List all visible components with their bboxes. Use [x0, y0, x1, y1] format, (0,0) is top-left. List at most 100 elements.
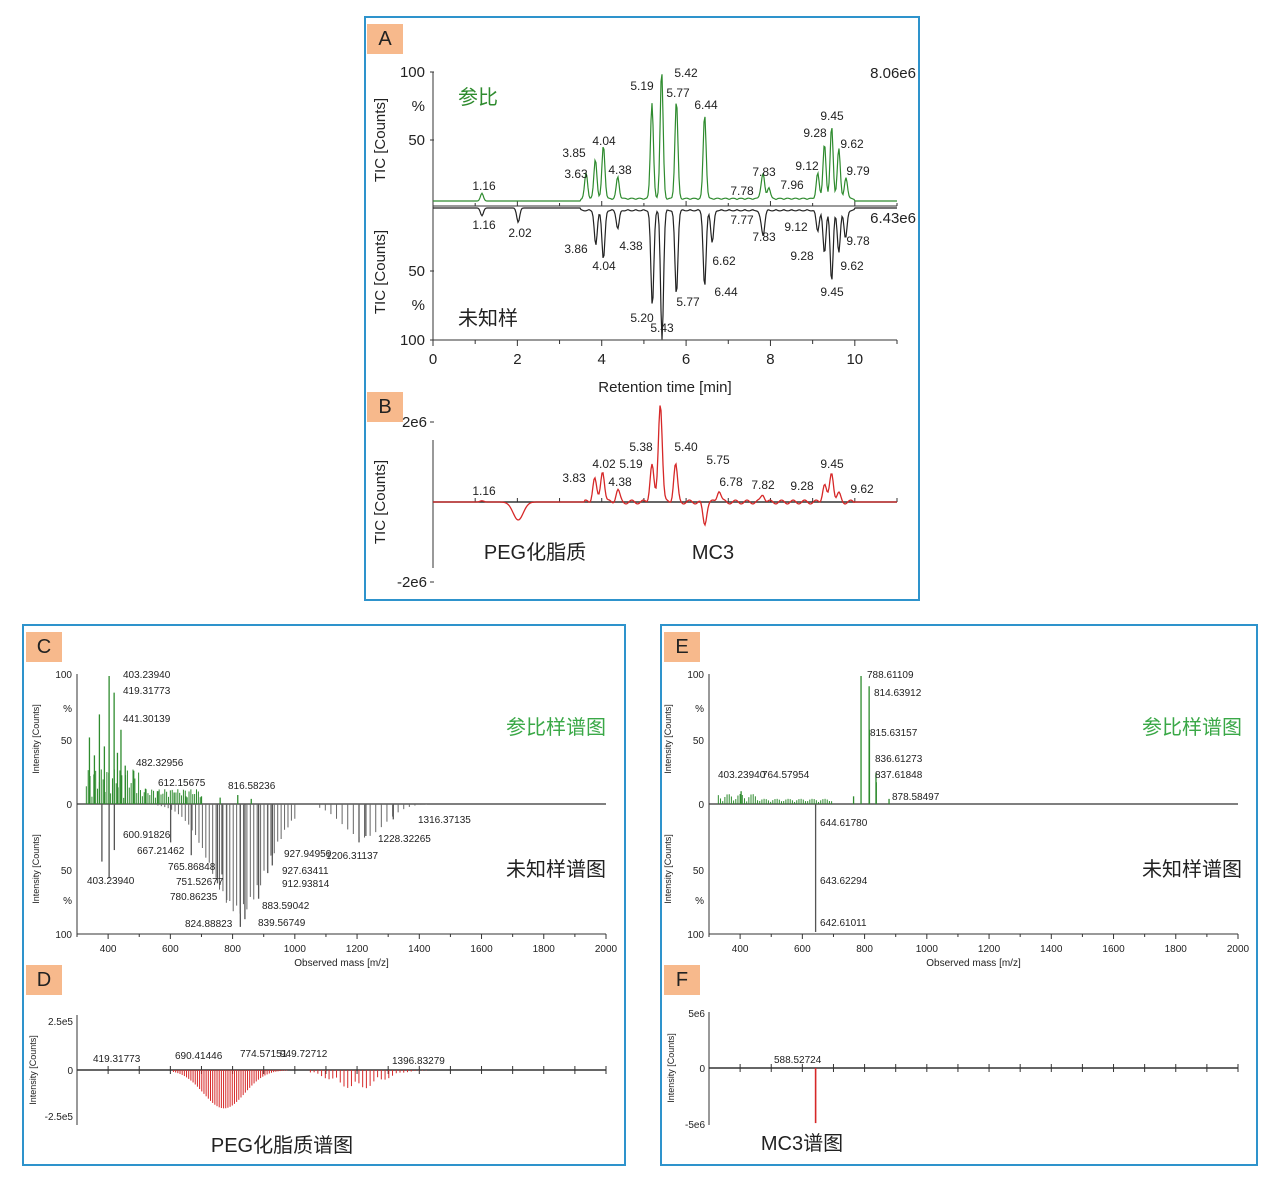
legend-E-sample: 未知样谱图	[1142, 858, 1242, 881]
axis-C-xtick-label: 1800	[533, 944, 556, 955]
peak-label-d: 690.41446	[175, 1051, 223, 1062]
axis-f-ytick-label: 5e6	[688, 1009, 705, 1020]
peak-label-a-bottom: 5.20	[630, 311, 654, 325]
axis-a-ytick-bottom: %	[412, 297, 425, 314]
axis-C-xtick-label: 400	[100, 944, 117, 955]
legend-C-reference: 参比样谱图	[506, 716, 606, 739]
peak-label-c-sample: 839.56749	[258, 918, 306, 929]
annotation-peg-lipid-spectrum: PEG化脂质谱图	[211, 1134, 353, 1157]
peak-label-a-top: 7.78	[730, 184, 754, 198]
peak-label-a-bottom: 9.28	[790, 249, 814, 263]
peak-label-c-reference: 482.32956	[136, 758, 184, 769]
peak-label-c-sample: 927.94950	[284, 849, 332, 860]
series-b-trace	[433, 405, 897, 527]
peak-label-a-top: 9.45	[820, 109, 844, 123]
panel-label-b: B	[367, 392, 403, 422]
peak-label-a-top: 1.16	[472, 179, 496, 193]
peak-label-e-reference: 814.63912	[874, 688, 922, 699]
peak-label-a-bottom: 2.02	[508, 226, 532, 240]
peak-label-a-top: 9.28	[803, 126, 827, 140]
axis-E-ytick-top: %	[695, 704, 704, 715]
panel-label-c: C	[26, 632, 62, 662]
panel-label-a: A	[367, 24, 403, 54]
axis-E-ylabel-bottom: Intensity [Counts]	[663, 834, 673, 904]
annotation-mc3: MC3	[692, 542, 734, 564]
axis-E-xlabel: Observed mass [m/z]	[926, 958, 1021, 969]
axis-a-ytick-top: %	[412, 98, 425, 115]
peak-label-c-sample: 1316.37135	[418, 815, 471, 826]
axis-C-ytick-bottom: 100	[55, 930, 72, 941]
axis-a-ylabel-top: TIC [Counts]	[372, 98, 389, 182]
peak-label-a-top: 3.63	[564, 167, 588, 181]
series-a-top-trace	[433, 74, 897, 202]
axis-E-ytick-top: 0	[698, 800, 704, 811]
peak-label-a-bottom: 7.77	[730, 213, 754, 227]
peak-label-e-sample: 643.62294	[820, 876, 868, 887]
peak-label-c-sample: 403.23940	[87, 876, 135, 887]
panel-label-e: E	[664, 632, 700, 662]
peak-label-a-bottom: 9.45	[820, 285, 844, 299]
peak-label-c-sample: 912.93814	[282, 879, 330, 890]
series-a-top-max: 8.06e6	[870, 65, 916, 82]
axis-E-xtick-label: 1600	[1102, 944, 1125, 955]
axis-C-xtick-label: 1200	[346, 944, 369, 955]
axis-C-xtick-label: 800	[224, 944, 241, 955]
peak-label-c-reference: 419.31773	[123, 686, 171, 697]
peak-label-c-sample: 1228.32265	[378, 834, 431, 845]
peak-label-e-sample: 642.61011	[820, 918, 867, 929]
panel-label-d: D	[26, 965, 62, 995]
series-a-bottom-name: 未知样	[458, 307, 518, 330]
peak-label-c-reference: 612.15675	[158, 778, 206, 789]
peak-label-a-top: 6.44	[694, 98, 718, 112]
axis-E-xtick-label: 800	[856, 944, 873, 955]
axis-C-ytick-top: 50	[61, 736, 73, 747]
axis-C-ylabel-top: Intensity [Counts]	[31, 704, 41, 774]
axis-C-xtick-label: 1400	[408, 944, 431, 955]
annotation-mc3-spectrum: MC3谱图	[761, 1132, 843, 1155]
axis-a-xtick-label: 8	[766, 351, 774, 368]
peak-label-b: 5.19	[619, 457, 643, 471]
axis-a-ytick-top: 50	[408, 132, 425, 149]
legend-C-sample: 未知样谱图	[506, 858, 606, 881]
peak-label-b: 4.02	[592, 457, 616, 471]
axis-E-ytick-bottom: %	[695, 896, 704, 907]
peak-label-d: 1396.83279	[392, 1056, 445, 1067]
peak-label-a-top: 9.62	[840, 137, 864, 151]
peak-label-c-reference: 403.23940	[123, 670, 171, 681]
axis-E-ytick-bottom: 50	[693, 866, 705, 877]
series-a-top-name: 参比	[458, 86, 498, 109]
peak-label-a-bottom: 6.44	[714, 285, 738, 299]
peak-label-c-sample: 1206.31137	[326, 851, 379, 862]
peak-label-a-bottom: 9.62	[840, 259, 864, 273]
axis-E-ytick-top: 50	[693, 736, 705, 747]
peak-label-c-reference: 816.58236	[228, 781, 276, 792]
peak-label-c-reference: 441.30139	[123, 714, 171, 725]
axis-C-ytick-bottom: 50	[61, 866, 73, 877]
axis-C-ylabel-bottom: Intensity [Counts]	[31, 834, 41, 904]
panel-cd-frame	[22, 624, 626, 1166]
peak-label-c-sample: 780.86235	[170, 892, 218, 903]
axis-b-yticks	[430, 421, 434, 583]
peak-label-a-bottom: 4.38	[619, 239, 643, 253]
peak-label-e-reference: 764.57954	[762, 770, 810, 781]
peak-label-b: 9.28	[790, 479, 814, 493]
peak-label-a-bottom: 9.78	[846, 234, 870, 248]
peak-label-a-bottom: 1.16	[472, 218, 496, 232]
axis-E-xtick-label: 1200	[978, 944, 1001, 955]
axis-E-xtick-label: 400	[732, 944, 749, 955]
peak-label-c-sample: 667.21462	[137, 846, 185, 857]
axis-E-ylabel-top: Intensity [Counts]	[663, 704, 673, 774]
peak-label-a-bottom: 9.12	[784, 220, 808, 234]
axis-d-ytick-label: 0	[67, 1066, 73, 1077]
peak-label-a-top: 5.77	[666, 86, 690, 100]
peak-label-b: 6.78	[719, 475, 743, 489]
legend-E-reference: 参比样谱图	[1142, 716, 1242, 739]
axis-C-ytick-top: %	[63, 704, 72, 715]
axis-a-xlabel: Retention time [min]	[598, 379, 731, 396]
axis-a-xtick-label: 0	[429, 351, 437, 368]
peak-label-a-top: 5.42	[674, 66, 698, 80]
axis-E-xtick-label: 1800	[1165, 944, 1188, 955]
axis-a-ylabel-bottom: TIC [Counts]	[372, 230, 389, 314]
peak-label-e-sample: 644.61780	[820, 818, 868, 829]
